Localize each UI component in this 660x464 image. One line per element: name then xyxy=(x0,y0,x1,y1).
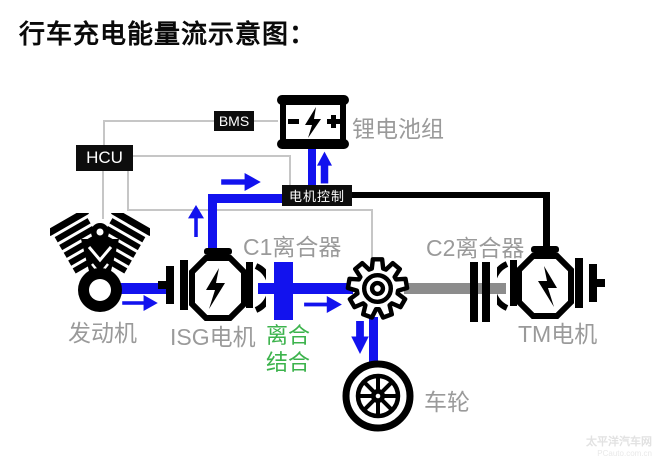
battery-label: 锂电池组 xyxy=(352,116,444,142)
flow-c1-bar xyxy=(274,262,293,320)
page-title: 行车充电能量流示意图： xyxy=(19,19,317,49)
wheel-label: 车轮 xyxy=(424,389,470,415)
ctl-line-hcu-gear-h xyxy=(127,209,373,211)
watermark-site-name: 太平洋汽车网 xyxy=(586,436,652,448)
flow-arrow-right-engine xyxy=(121,295,159,311)
c2-clutch-plate-right xyxy=(482,262,490,322)
flow-isg-up-v xyxy=(208,196,217,258)
flow-engine-isg xyxy=(114,283,170,294)
clutch-state-line1: 离合 xyxy=(266,323,311,348)
flow-arrow-up-battery xyxy=(317,151,332,184)
motor-control-label: 电机控制 xyxy=(288,189,345,204)
hcu-label: HCU xyxy=(86,148,123,167)
motor-control-box: 电机控制 xyxy=(282,185,352,206)
flow-arrow-down-wheel xyxy=(351,321,369,354)
tm-motor-label: TM电机 xyxy=(518,321,598,347)
flow-arrow-right-mc xyxy=(219,173,263,191)
engine-label: 发动机 xyxy=(68,320,137,346)
ctl-line-hcu-gear-v1 xyxy=(127,171,129,211)
ctl-line-hcu-gear-v2 xyxy=(371,209,373,259)
power-line-tm-up-v xyxy=(543,192,550,252)
flow-isg-gear xyxy=(258,283,353,294)
clutch-state-annotation: 离合 结合 xyxy=(266,322,310,376)
ctl-line-hcu-mc-h xyxy=(133,155,291,157)
c2-clutch-plate-left xyxy=(470,262,478,322)
c1-clutch-label: C1离合器 xyxy=(243,234,342,260)
watermark: 太平洋汽车网 PCauto.com.cn xyxy=(586,437,652,459)
ctl-line-hcu-engine xyxy=(102,171,104,219)
tm-motor-icon xyxy=(489,246,605,320)
watermark-site-url: PCauto.com.cn xyxy=(597,449,652,458)
flow-isg-mc-h xyxy=(208,194,284,203)
clutch-state-line2: 结合 xyxy=(266,350,311,375)
flow-mc-battery-v xyxy=(308,147,316,186)
bms-label: BMS xyxy=(218,113,250,129)
gear-icon xyxy=(343,254,412,323)
isg-motor-label: ISG电机 xyxy=(170,324,256,350)
engine-icon xyxy=(46,208,154,313)
ctl-line-bms-v xyxy=(103,120,105,146)
hcu-box: HCU xyxy=(76,145,133,171)
battery-icon xyxy=(277,95,349,149)
power-line-mc-tm-h xyxy=(352,192,549,198)
c2-clutch-label: C2离合器 xyxy=(426,235,525,261)
flow-arrow-up-isg xyxy=(188,204,204,238)
ctl-line-bms-h xyxy=(103,120,215,122)
shaft-gear-tm xyxy=(404,283,506,294)
bms-box: BMS xyxy=(214,111,254,131)
ctl-line-bms-battery xyxy=(254,120,278,122)
wheel-icon xyxy=(341,359,415,433)
flow-arrow-right-gear xyxy=(303,296,343,313)
ctl-line-hcu-mc-v xyxy=(289,155,291,185)
flow-gear-wheel-v xyxy=(369,317,378,365)
